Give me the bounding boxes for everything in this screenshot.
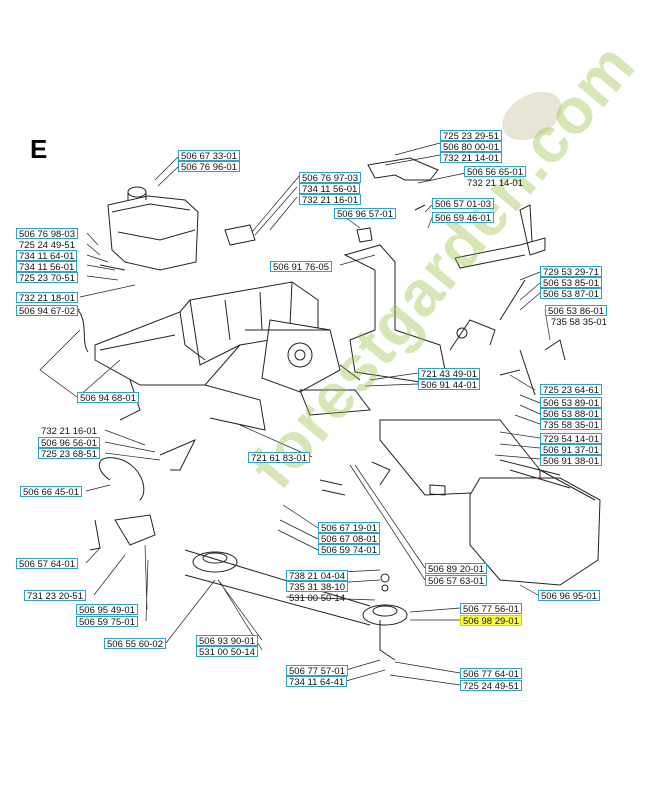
part-label[interactable]: 506 59 75-01: [76, 616, 138, 628]
cables-and-rods: [74, 204, 566, 396]
part-label[interactable]: 506 77 57-01: [286, 665, 348, 677]
part-label[interactable]: 506 96 57-01: [334, 208, 396, 220]
part-label[interactable]: 506 76 98-03: [16, 228, 78, 240]
part-label[interactable]: 731 23 20-51: [24, 590, 86, 602]
part-label[interactable]: 729 53 29-71: [540, 266, 602, 278]
pulley-assembly: [184, 549, 408, 661]
seat-bracket: [454, 204, 546, 269]
part-label[interactable]: 506 59 46-01: [432, 212, 494, 224]
part-label[interactable]: 506 55 60-02: [104, 638, 166, 650]
part-label[interactable]: 506 57 63-01: [425, 575, 487, 587]
part-label[interactable]: 734 11 64-01: [16, 250, 78, 262]
part-label[interactable]: 506 94 67-02: [16, 305, 78, 317]
section-letter: E: [30, 134, 48, 164]
part-label[interactable]: 506 91 37-01: [540, 444, 602, 456]
part-label[interactable]: 725 23 64-61: [540, 384, 602, 396]
part-label[interactable]: 732 21 16-01: [299, 194, 361, 206]
part-label[interactable]: 735 58 35-01: [540, 419, 602, 431]
part-label[interactable]: 738 21 04-04: [286, 570, 348, 582]
part-label[interactable]: 506 91 38-01: [540, 455, 602, 467]
part-label[interactable]: 506 57 01-03: [432, 198, 494, 210]
part-label[interactable]: 732 21 16-01: [41, 426, 97, 437]
part-label[interactable]: 506 53 89-01: [540, 397, 602, 409]
part-label[interactable]: 531 00 50-14: [196, 646, 258, 658]
part-label[interactable]: 506 53 88-01: [540, 408, 602, 420]
part-label[interactable]: 506 53 86-01: [545, 305, 607, 317]
part-label[interactable]: 506 66 45-01: [20, 486, 82, 498]
part-label[interactable]: 725 24 49-51: [19, 240, 75, 251]
part-label[interactable]: 735 31 38-10: [286, 581, 348, 593]
part-label[interactable]: 732 21 18-01: [16, 292, 78, 304]
part-label[interactable]: 506 96 56-01: [38, 437, 100, 449]
leader-lines: [39, 142, 551, 686]
part-label[interactable]: 506 76 97-03: [299, 172, 361, 184]
part-label[interactable]: 506 95 49-01: [76, 604, 138, 616]
part-label[interactable]: 721 61 83-01: [248, 452, 310, 464]
part-label[interactable]: 506 89 20-01: [425, 563, 487, 575]
part-label[interactable]: 506 53 85-01: [540, 277, 602, 289]
part-label[interactable]: 506 91 44-01: [418, 379, 480, 391]
part-label[interactable]: 725 23 68-51: [38, 448, 100, 460]
part-label[interactable]: 506 67 33-01: [178, 150, 240, 162]
part-label[interactable]: 506 76 96-01: [178, 161, 240, 173]
mounting-plate: [367, 157, 439, 181]
highlighted-part-label[interactable]: 506 98 29-01: [460, 615, 522, 627]
part-label[interactable]: 506 57 64-01: [16, 558, 78, 570]
part-label[interactable]: 732 21 14-01: [440, 152, 502, 164]
part-label[interactable]: 506 77 64-01: [460, 668, 522, 680]
part-label[interactable]: 734 11 56-01: [299, 183, 361, 195]
part-label[interactable]: 721 43 49-01: [418, 368, 480, 380]
part-label[interactable]: 732 21 14-01: [467, 178, 523, 189]
belt-cover: [379, 419, 601, 586]
part-label[interactable]: 506 96 95-01: [538, 590, 600, 602]
fuel-tank: [107, 186, 199, 271]
part-label[interactable]: 531 00 50-14: [289, 593, 345, 604]
part-label[interactable]: 725 23 70-51: [16, 272, 78, 284]
part-label[interactable]: 506 93 90-01: [196, 635, 258, 647]
tension-arm: [89, 439, 446, 551]
part-label[interactable]: 506 59 74-01: [318, 544, 380, 556]
part-label[interactable]: 506 77 56-01: [460, 603, 522, 615]
part-label[interactable]: 735 58 35-01: [551, 317, 607, 328]
part-label[interactable]: 506 56 65-01: [464, 166, 526, 178]
part-label[interactable]: 725 23 29-51: [440, 130, 502, 142]
part-label[interactable]: 506 94 68-01: [77, 392, 139, 404]
part-label[interactable]: 725 24 49-51: [460, 680, 522, 692]
part-label[interactable]: 734 11 56-01: [16, 261, 78, 273]
part-label[interactable]: 506 80 00-01: [440, 141, 502, 153]
part-label[interactable]: 506 91 76-05: [270, 261, 332, 273]
part-label[interactable]: 506 67 19-01: [318, 522, 380, 534]
part-label[interactable]: 506 53 87-01: [540, 288, 602, 300]
main-frame: [94, 281, 341, 431]
part-label[interactable]: 734 11 64-41: [286, 676, 348, 688]
part-label[interactable]: 729 54 14-01: [540, 433, 602, 445]
part-label[interactable]: 506 67 08-01: [318, 533, 380, 545]
